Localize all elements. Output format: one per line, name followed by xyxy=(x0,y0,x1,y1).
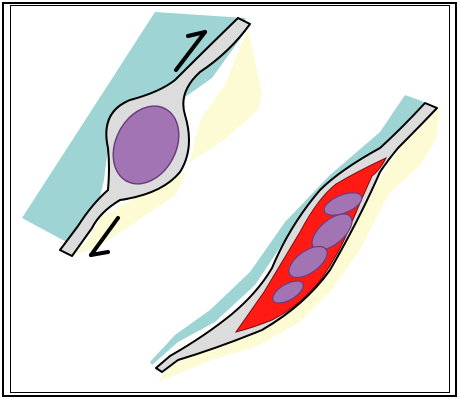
panel-single-lens xyxy=(22,12,262,256)
panel-multi-lens xyxy=(150,95,440,382)
